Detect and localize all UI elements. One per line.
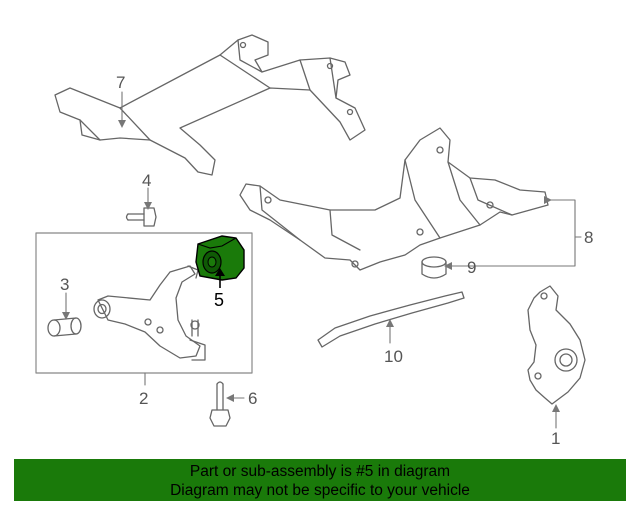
subframe-bushing-part[interactable]: [421, 256, 447, 279]
callout-10[interactable]: 10: [384, 347, 403, 366]
callout-7[interactable]: 7: [116, 73, 125, 92]
callout-1[interactable]: 1: [551, 429, 560, 448]
callout-5[interactable]: 5: [214, 290, 224, 310]
control-arm-box: [35, 232, 253, 374]
callout-4[interactable]: 4: [142, 171, 151, 190]
leader-lines: [65, 91, 582, 429]
bolt-part[interactable]: [209, 381, 231, 427]
highlighted-bushing-part-5[interactable]: [195, 235, 245, 288]
leader-arrowheads: [62, 120, 560, 412]
stabilizer-strip-part[interactable]: [317, 291, 465, 348]
callout-9[interactable]: 9: [467, 258, 476, 277]
callout-6[interactable]: 6: [248, 389, 257, 408]
callout-8[interactable]: 8: [584, 228, 593, 247]
callout-2[interactable]: 2: [139, 389, 148, 408]
bolt-part[interactable]: [125, 207, 157, 227]
banner-line-1: Part or sub-assembly is #5 in diagram: [189, 463, 451, 480]
info-banner: Part or sub-assembly is #5 in diagram Di…: [14, 459, 626, 501]
crossmember-part[interactable]: [54, 34, 366, 176]
banner-line-2: Diagram may not be specific to your vehi…: [170, 482, 470, 499]
steering-knuckle-part[interactable]: [527, 285, 586, 405]
subframe-part[interactable]: [239, 127, 549, 271]
front-bushing-part[interactable]: [47, 317, 82, 337]
lower-control-arm-part[interactable]: [93, 265, 206, 361]
callout-3[interactable]: 3: [60, 275, 69, 294]
parts-diagram: 7 4 3 5 2 6 10 8 9 1: [35, 34, 593, 448]
